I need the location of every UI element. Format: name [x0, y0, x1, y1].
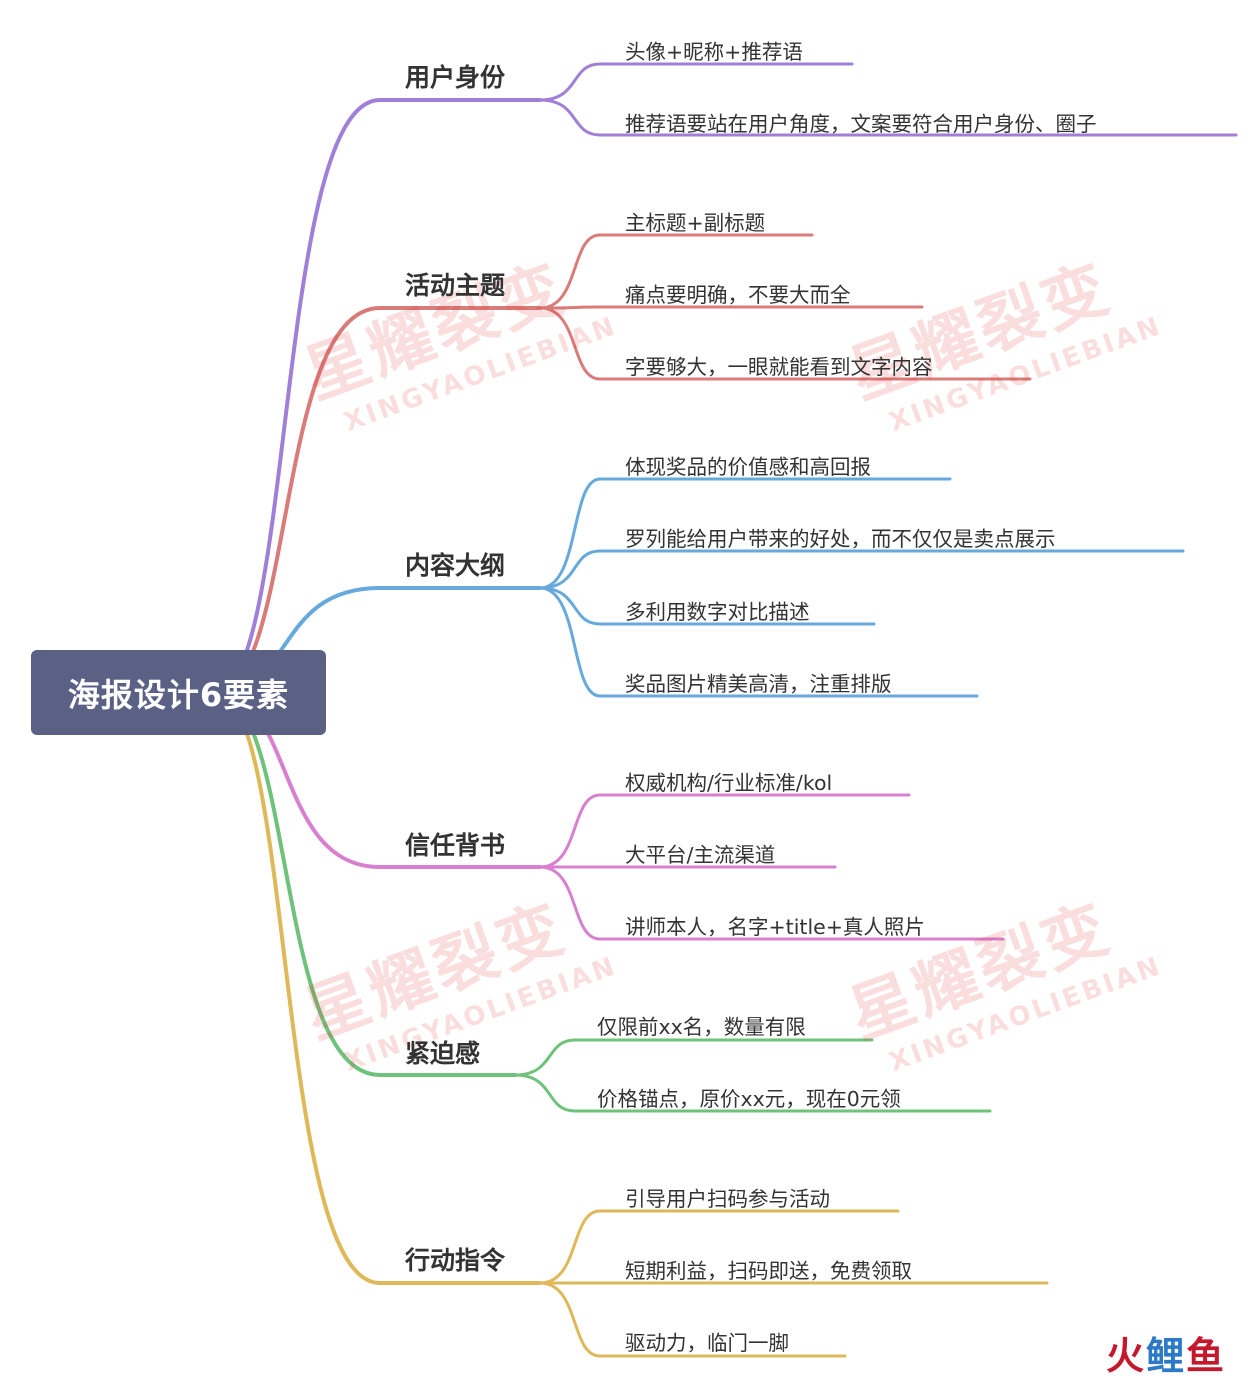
- branch-label[interactable]: 内容大纲: [405, 551, 506, 580]
- leaf-label[interactable]: 短期利益，扫码即送，免费领取: [625, 1259, 912, 1283]
- leaf-label[interactable]: 罗列能给用户带来的好处，而不仅仅是卖点展示: [625, 527, 1056, 551]
- branch-label[interactable]: 用户身份: [405, 63, 506, 92]
- branch-connector: [213, 690, 382, 1285]
- leaf-connector: [538, 1209, 900, 1285]
- leaf-connector: [538, 586, 876, 626]
- leaf-label[interactable]: 大平台/主流渠道: [625, 843, 776, 867]
- leaf-connector: [513, 1038, 874, 1077]
- leaf-label[interactable]: 字要够大，一眼就能看到文字内容: [625, 355, 933, 379]
- leaf-connector: [538, 305, 924, 310]
- leaf-label[interactable]: 主标题+副标题: [625, 211, 766, 235]
- corner-logo: 火鲤鱼: [1105, 1334, 1226, 1378]
- leaf-label[interactable]: 讲师本人，名字+title+真人照片: [625, 915, 925, 939]
- leaf-connector: [538, 793, 911, 869]
- leaf-label[interactable]: 推荐语要站在用户角度，文案要符合用户身份、圈子: [625, 112, 1097, 136]
- leaf-label[interactable]: 权威机构/行业标准/kol: [625, 771, 833, 795]
- leaf-connector: [538, 1281, 847, 1358]
- leaf-label[interactable]: 痛点要明确，不要大而全: [625, 283, 851, 307]
- branch-label[interactable]: 活动主题: [405, 271, 506, 300]
- leaf-label[interactable]: 仅限前xx名，数量有限: [597, 1015, 806, 1039]
- leaf-label[interactable]: 引导用户扫码参与活动: [625, 1187, 830, 1211]
- leaf-connector: [538, 477, 952, 590]
- leaf-connector: [538, 233, 814, 310]
- leaf-connector: [538, 586, 979, 698]
- leaf-connector: [538, 865, 1005, 941]
- branch-label[interactable]: 紧迫感: [405, 1039, 481, 1068]
- leaf-label[interactable]: 驱动力，临门一脚: [625, 1331, 789, 1355]
- branch-connector: [213, 306, 382, 694]
- branch-connector: [213, 690, 382, 1077]
- leaf-connector: [538, 98, 1238, 137]
- leaf-connector: [538, 549, 1185, 590]
- leaf-label[interactable]: 多利用数字对比描述: [625, 600, 810, 624]
- leaf-connector: [513, 1073, 992, 1113]
- leaf-label[interactable]: 奖品图片精美高清，注重排版: [625, 672, 892, 696]
- branch-connector: [213, 98, 382, 694]
- root-node[interactable]: 海报设计6要素: [31, 650, 326, 735]
- leaf-label[interactable]: 头像+昵称+推荐语: [625, 40, 803, 64]
- leaf-label[interactable]: 体现奖品的价值感和高回报: [625, 455, 871, 479]
- leaf-connector: [538, 306, 1032, 381]
- branch-label[interactable]: 信任背书: [405, 831, 506, 860]
- leaf-connector: [538, 62, 854, 102]
- branch-label[interactable]: 行动指令: [405, 1246, 506, 1275]
- leaf-label[interactable]: 价格锚点，原价xx元，现在0元领: [597, 1087, 901, 1111]
